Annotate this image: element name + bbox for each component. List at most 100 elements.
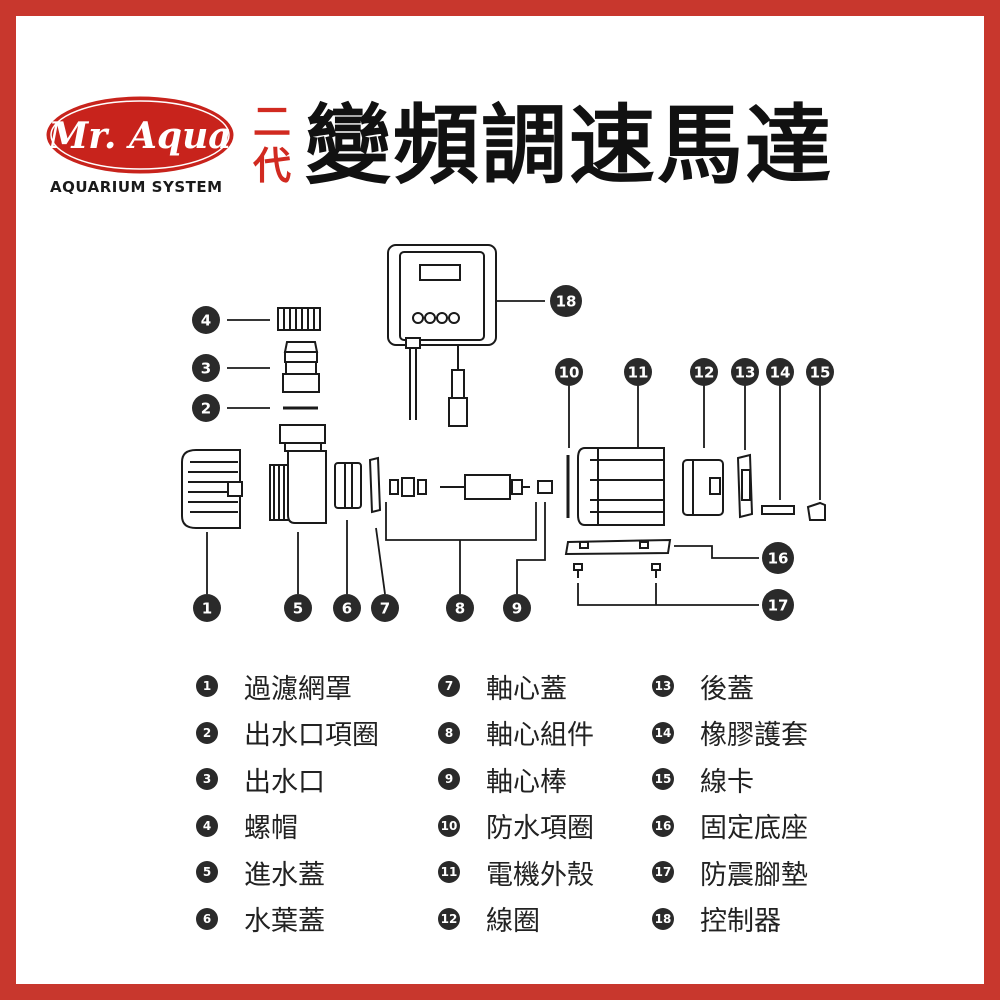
- callout-14: 14: [766, 358, 794, 386]
- legend-label: 防水項圈: [486, 813, 594, 845]
- callout-6: 6: [333, 594, 361, 622]
- legend-label: 出水口: [244, 766, 325, 798]
- legend-item: 12 線圈: [438, 896, 594, 943]
- legend-item: 11 電機外殼: [438, 849, 594, 896]
- svg-text:2: 2: [201, 400, 211, 418]
- legend-number: 15: [652, 768, 674, 791]
- callout-8: 8: [446, 594, 474, 622]
- legend-number: 6: [196, 907, 218, 930]
- callout-4: 4: [192, 306, 220, 334]
- callout-9: 9: [503, 594, 531, 622]
- legend-number: 10: [438, 814, 460, 837]
- svg-text:5: 5: [293, 600, 303, 618]
- svg-text:15: 15: [810, 364, 831, 382]
- intake-cover-part: [269, 424, 327, 524]
- legend-item: 2 出水口項圈: [196, 710, 379, 757]
- controller-buttons: [412, 312, 460, 324]
- legend-label: 橡膠護套: [700, 720, 808, 752]
- callout-10: 10: [555, 358, 583, 386]
- svg-text:4: 4: [201, 312, 211, 330]
- logo-subtitle: AQUARIUM SYSTEM: [50, 178, 223, 196]
- svg-text:1: 1: [202, 600, 212, 618]
- svg-text:16: 16: [768, 550, 789, 568]
- callout-17: 17: [762, 589, 794, 621]
- callout-18: 18: [550, 285, 582, 317]
- legend-number: 1: [196, 675, 218, 698]
- page-title: 變頻調速馬達: [305, 96, 833, 196]
- legend-label: 水葉蓋: [244, 906, 325, 938]
- rubber-sleeve-part: [761, 505, 795, 515]
- legend-label: 線圈: [486, 906, 540, 938]
- svg-text:8: 8: [455, 600, 465, 618]
- svg-text:17: 17: [768, 597, 789, 615]
- legend-label: 過濾網罩: [244, 673, 352, 705]
- svg-text:6: 6: [342, 600, 352, 618]
- mr-aqua-logo: Mr. Aqua: [43, 93, 237, 177]
- legend-number: 2: [196, 721, 218, 744]
- callout-2: 2: [192, 394, 220, 422]
- legend-label: 線卡: [700, 766, 754, 798]
- legend-number: 17: [652, 861, 674, 884]
- controller-part: [387, 244, 497, 427]
- feet-part: [573, 563, 661, 578]
- callout-12: 12: [690, 358, 718, 386]
- legend-item: 1 過濾網罩: [196, 663, 379, 710]
- legend-number: 13: [652, 675, 674, 698]
- impeller-cover-part: [334, 462, 362, 509]
- base-part: [564, 538, 672, 556]
- shaft-cover-part: [368, 456, 382, 514]
- legend-label: 固定底座: [700, 813, 808, 845]
- shaft-rod-part: [537, 480, 553, 494]
- coil-part: [682, 459, 724, 516]
- callout-markers: 4 3 2 18 10 11 12 13 14 15 16 17 1 5 6 7…: [192, 285, 834, 622]
- legend-item: 15 線卡: [652, 756, 808, 803]
- filter-cage-part: [181, 449, 243, 529]
- legend-label: 軸心棒: [486, 766, 567, 798]
- legend-number: 14: [652, 721, 674, 744]
- legend-label: 軸心組件: [486, 720, 594, 752]
- svg-text:7: 7: [380, 600, 390, 618]
- svg-text:9: 9: [512, 600, 522, 618]
- cable-clip-part: [806, 501, 826, 521]
- legend-label: 電機外殼: [486, 859, 594, 891]
- svg-text:10: 10: [559, 364, 580, 382]
- legend-item: 16 固定底座: [652, 803, 808, 850]
- legend-label: 後蓋: [700, 673, 754, 705]
- legend-number: 8: [438, 721, 460, 744]
- callout-11: 11: [624, 358, 652, 386]
- legend-label: 出水口項圈: [244, 720, 379, 752]
- svg-text:12: 12: [694, 364, 715, 382]
- legend-number: 12: [438, 907, 460, 930]
- leader-lines: [206, 300, 821, 606]
- legend-label: 控制器: [700, 906, 781, 938]
- nut-part: [277, 307, 321, 331]
- svg-text:18: 18: [556, 293, 577, 311]
- legend-item: 8 軸心組件: [438, 710, 594, 757]
- legend-label: 進水蓋: [244, 859, 325, 891]
- svg-text:11: 11: [628, 364, 649, 382]
- generation-label: 二代: [252, 100, 291, 188]
- legend-item: 6 水葉蓋: [196, 896, 379, 943]
- legend-item: 14 橡膠護套: [652, 710, 808, 757]
- callout-16: 16: [762, 542, 794, 574]
- outlet-part: [282, 341, 320, 393]
- callout-1: 1: [193, 594, 221, 622]
- legend-label: 螺帽: [244, 813, 298, 845]
- svg-text:3: 3: [201, 360, 211, 378]
- svg-text:14: 14: [770, 364, 791, 382]
- legend-number: 16: [652, 814, 674, 837]
- legend-column-3: 13 後蓋 14 橡膠護套 15 線卡 16 固定底座 17 防震腳墊 18 控制器: [652, 663, 808, 942]
- legend-number: 11: [438, 861, 460, 884]
- svg-text:13: 13: [735, 364, 756, 382]
- legend-label: 防震腳墊: [700, 859, 808, 891]
- shaft-assembly-part: [389, 474, 530, 500]
- legend-item: 13 後蓋: [652, 663, 808, 710]
- motor-housing-part: [577, 447, 665, 526]
- legend-number: 18: [652, 907, 674, 930]
